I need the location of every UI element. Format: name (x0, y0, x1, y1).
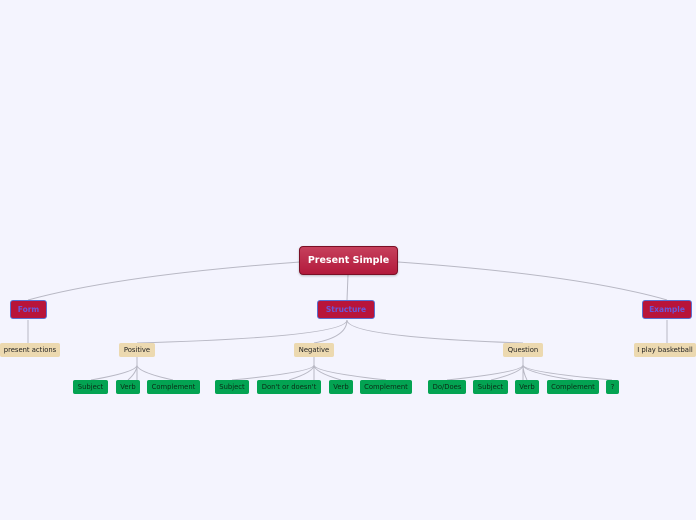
sub-topic-negative[interactable]: Negative (294, 343, 334, 357)
negative-complement[interactable]: Complement (360, 380, 412, 394)
question-do-does[interactable]: Do/Does (428, 380, 466, 394)
negative-verb[interactable]: Verb (329, 380, 353, 394)
sub-topic-question[interactable]: Question (503, 343, 543, 357)
positive-complement[interactable]: Complement (147, 380, 200, 394)
form-item[interactable]: present actions (0, 343, 60, 357)
positive-subject[interactable]: Subject (73, 380, 108, 394)
negative-dont-doesnt[interactable]: Don't or doesn't (257, 380, 321, 394)
sub-topic-positive[interactable]: Positive (119, 343, 155, 357)
branch-form[interactable]: Form (10, 300, 47, 319)
root-topic[interactable]: Present Simple (299, 246, 398, 275)
negative-subject[interactable]: Subject (215, 380, 249, 394)
branch-structure[interactable]: Structure (317, 300, 375, 319)
question-verb[interactable]: Verb (515, 380, 539, 394)
positive-verb[interactable]: Verb (116, 380, 140, 394)
question-mark[interactable]: ? (606, 380, 619, 394)
question-complement[interactable]: Complement (547, 380, 599, 394)
example-item[interactable]: I play basketball (634, 343, 696, 357)
question-subject[interactable]: Subject (473, 380, 508, 394)
branch-example[interactable]: Example (642, 300, 692, 319)
